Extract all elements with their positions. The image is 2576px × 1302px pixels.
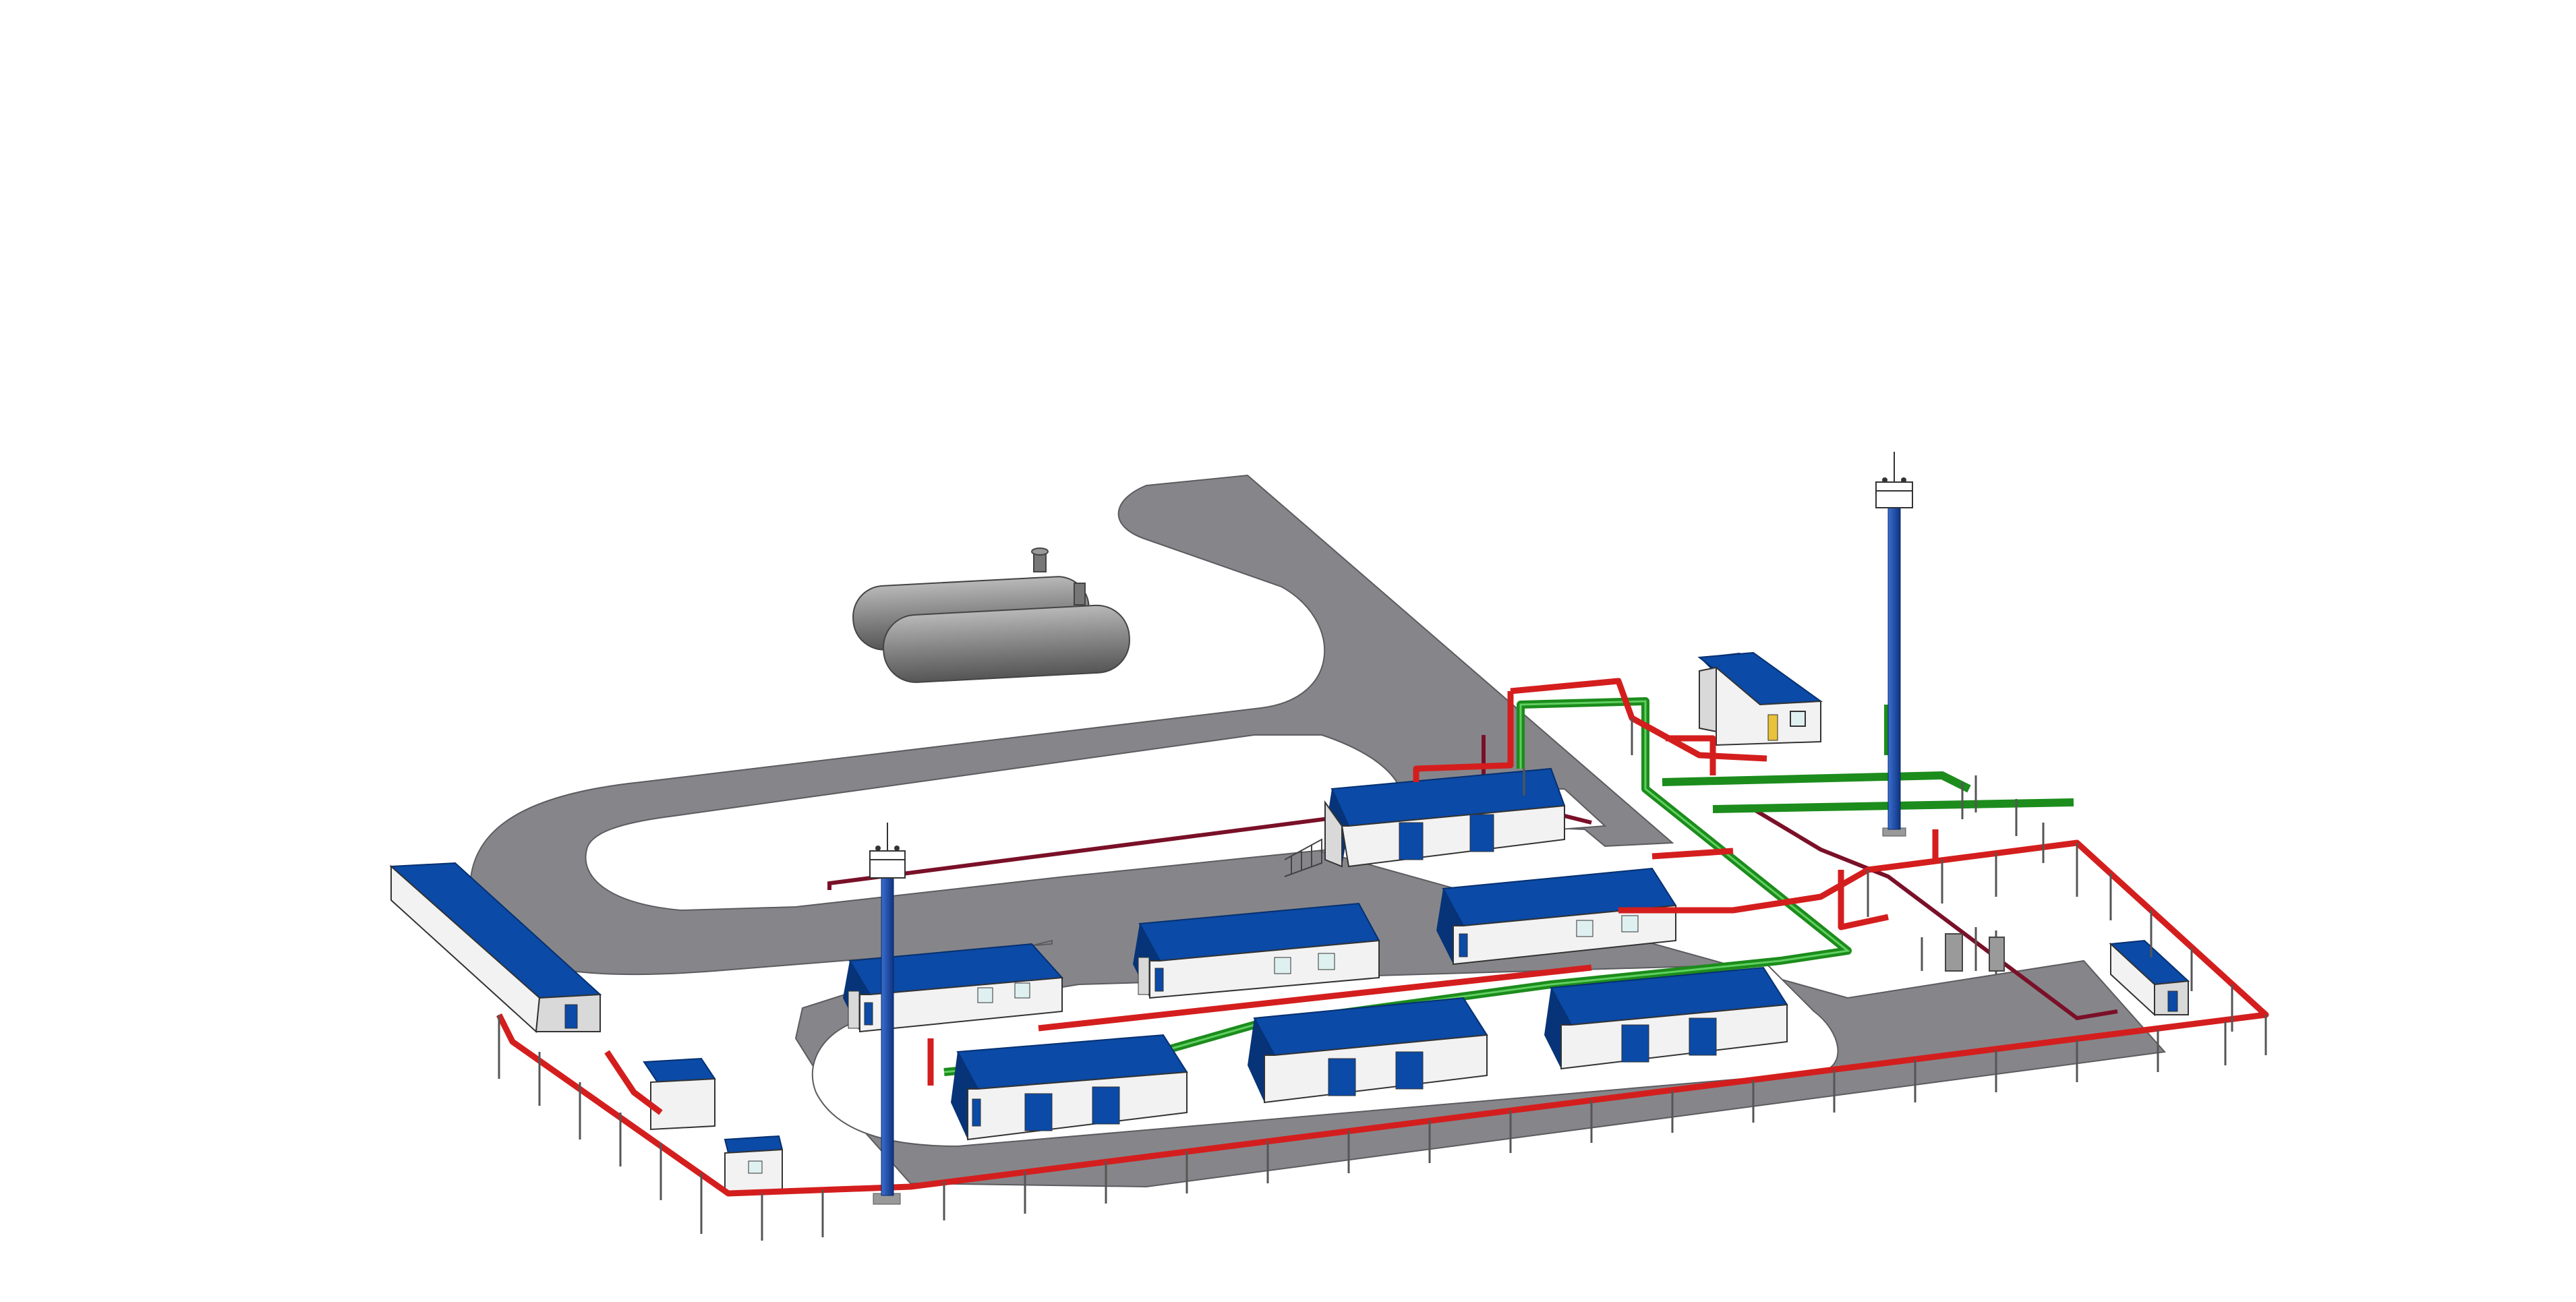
equipment-posts	[1921, 775, 2045, 974]
building	[724, 1135, 784, 1195]
building	[2109, 939, 2190, 1017]
building	[1544, 966, 1788, 1070]
stairs	[1284, 838, 1322, 877]
storage-tanks	[852, 548, 1130, 683]
light-mast	[869, 823, 906, 1205]
building	[1248, 997, 1488, 1104]
building	[389, 862, 602, 1034]
gas-pipeline-highlight	[943, 700, 1850, 1073]
building	[1436, 867, 1677, 966]
building	[1284, 767, 1566, 877]
equipment-units	[1945, 933, 2005, 972]
building	[643, 1057, 716, 1131]
building	[1133, 902, 1380, 999]
pipe-supports	[498, 718, 2267, 1241]
building	[951, 1034, 1188, 1141]
storage-tank	[883, 583, 1130, 683]
building	[1697, 651, 1823, 746]
light-mast	[1875, 452, 1913, 837]
building	[843, 943, 1064, 1033]
